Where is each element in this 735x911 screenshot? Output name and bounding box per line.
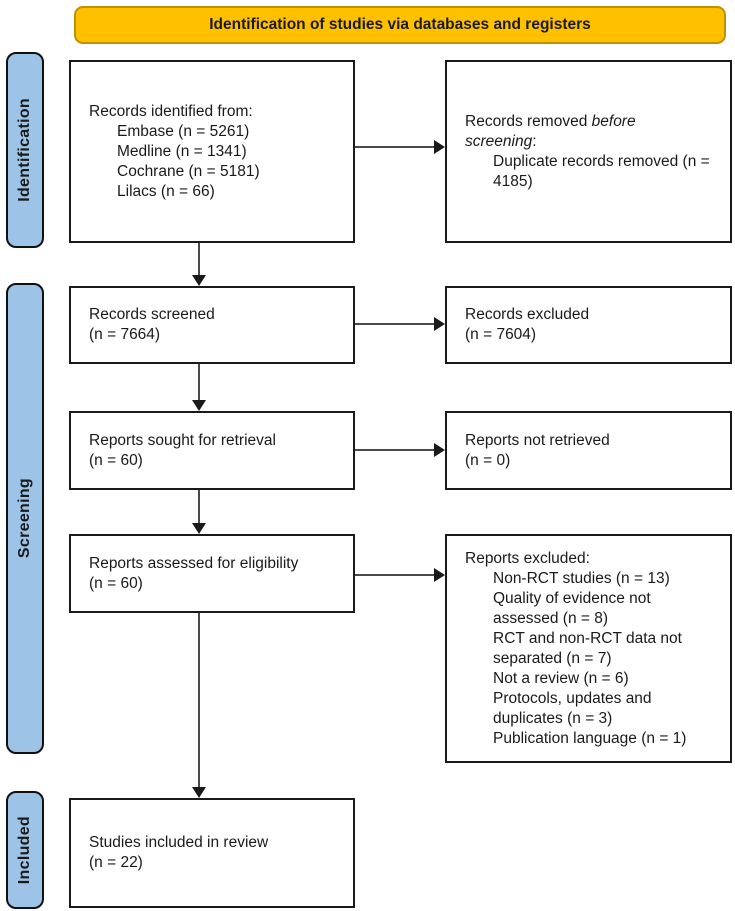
records-identified-item: Medline (n = 1341)	[117, 142, 247, 160]
reports-not-retrieved-line1: Reports not retrieved	[465, 431, 610, 449]
right-arrow-identified-to-removed	[355, 140, 445, 154]
reports-excluded-item: Quality of evidence not assessed (n = 8)	[493, 589, 651, 627]
banner-label: Identification of studies via databases …	[209, 16, 591, 33]
reports-excluded-item: Non-RCT studies (n = 13)	[493, 569, 670, 587]
stage-included: Included	[6, 791, 44, 909]
records-excluded-line1: Records excluded	[465, 306, 590, 323]
right-arrow-assessed-to-reports-excluded	[355, 568, 445, 582]
studies-included-line2: (n = 22)	[89, 854, 143, 871]
records-removed-title-suffix: :	[532, 132, 537, 150]
reports-assessed-line2: (n = 60)	[89, 574, 143, 592]
records-removed-title-italic: before screening	[465, 112, 636, 150]
box-records-identified: Records identified from: Embase (n = 526…	[69, 60, 355, 243]
box-records-screened: Records screened (n = 7664)	[69, 286, 355, 364]
down-arrow-screened-to-sought	[192, 364, 206, 411]
records-identified-item: Cochrane (n = 5181)	[117, 162, 260, 180]
reports-excluded-item: Publication language (n = 1)	[493, 729, 687, 747]
box-reports-assessed: Reports assessed for eligibility (n = 60…	[69, 534, 355, 613]
records-screened-line1: Records screened	[89, 306, 215, 323]
records-identified-item: Embase (n = 5261)	[117, 122, 250, 140]
studies-included-line1: Studies included in review	[89, 834, 269, 851]
reports-excluded-item: RCT and non-RCT data not separated (n = …	[493, 629, 682, 667]
records-identified-item: Lilacs (n = 66)	[117, 182, 215, 200]
stage-identification-label: Identification	[16, 98, 33, 202]
reports-not-retrieved-line2: (n = 0)	[465, 451, 511, 469]
box-records-identified-title: Records identified from:	[89, 102, 253, 120]
records-removed-title-plain: Records removed	[465, 112, 592, 130]
reports-sought-line2: (n = 60)	[89, 451, 143, 469]
stage-screening-label: Screening	[16, 478, 33, 559]
down-arrow-identified-to-screened	[192, 243, 206, 286]
reports-sought-line1: Reports sought for retrieval	[89, 431, 276, 449]
right-arrow-screened-to-excluded	[355, 317, 445, 331]
stage-screening: Screening	[6, 283, 44, 754]
stage-included-label: Included	[16, 815, 33, 885]
box-records-removed-title: Records removed before screening:	[465, 112, 670, 152]
records-removed-item: Duplicate records removed (n = 4185)	[493, 152, 710, 190]
box-records-removed: Records removed before screening: Duplic…	[445, 60, 732, 243]
down-arrow-assessed-to-included	[192, 613, 206, 798]
box-reports-excluded: Reports excluded: Non-RCT studies (n = 1…	[445, 534, 732, 763]
reports-assessed-line1: Reports assessed for eligibility	[89, 554, 299, 572]
banner: Identification of studies via databases …	[74, 6, 726, 44]
records-screened-line2: (n = 7664)	[89, 326, 161, 343]
box-reports-not-retrieved: Reports not retrieved (n = 0)	[445, 411, 732, 490]
box-reports-excluded-title: Reports excluded:	[465, 549, 590, 567]
reports-excluded-item: Not a review (n = 6)	[493, 669, 629, 687]
stage-identification: Identification	[6, 52, 44, 248]
box-studies-included: Studies included in review (n = 22)	[69, 798, 355, 908]
box-records-excluded: Records excluded (n = 7604)	[445, 286, 732, 364]
right-arrow-sought-to-not-retrieved	[355, 443, 445, 457]
reports-excluded-item: Protocols, updates and duplicates (n = 3…	[493, 689, 652, 727]
box-reports-sought: Reports sought for retrieval (n = 60)	[69, 411, 355, 490]
records-excluded-line2: (n = 7604)	[465, 326, 537, 343]
down-arrow-sought-to-assessed	[192, 490, 206, 534]
